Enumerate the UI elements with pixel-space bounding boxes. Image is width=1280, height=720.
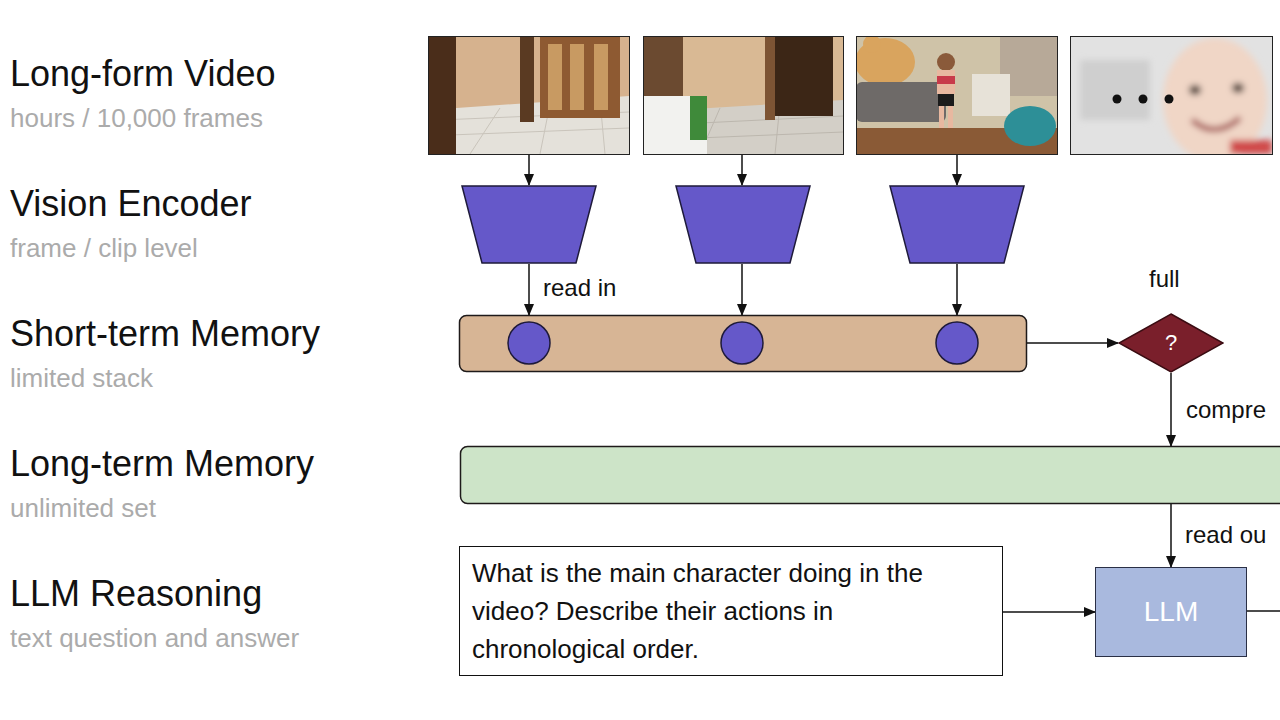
arrow-label: compre [1186, 396, 1266, 424]
encoder-trapezoid [890, 186, 1024, 263]
video-frame [856, 36, 1057, 154]
memory-tokens [508, 322, 978, 364]
arrow [1170, 373, 1172, 446]
memory-token [508, 322, 550, 364]
row-title: Short-term Memory [10, 313, 320, 354]
teddy-ear [863, 36, 881, 53]
arrow [528, 264, 530, 315]
child-body [937, 70, 955, 94]
door-panel [594, 44, 608, 110]
arrow [741, 264, 743, 315]
door-frame [765, 36, 775, 120]
child-top [937, 76, 955, 84]
white-cabinet [643, 96, 707, 154]
eye [1189, 85, 1201, 95]
door-panel [548, 44, 562, 110]
blur-shape [1080, 60, 1150, 120]
row-title: Long-term Memory [10, 443, 314, 484]
dark-door [428, 36, 456, 154]
row-subtitle: unlimited set [10, 494, 156, 524]
shelf [643, 36, 683, 96]
wall [428, 36, 629, 154]
door-frame [520, 36, 534, 122]
encoder-trapezoid [462, 186, 596, 263]
green-stripe [690, 96, 707, 140]
video-frame [643, 36, 843, 154]
row-subtitle: frame / clip level [10, 234, 198, 264]
memory-token [721, 322, 763, 364]
row-title: LLM Reasoning [10, 573, 262, 614]
cabinet [972, 74, 1010, 116]
edge-layer [1003, 612, 1095, 613]
row-subtitle: limited stack [10, 364, 153, 394]
wall [856, 36, 1057, 154]
wall [643, 36, 843, 154]
frame-border [1071, 37, 1273, 155]
door-panel [570, 44, 584, 110]
wooden-door [540, 36, 620, 118]
row-title: Vision Encoder [10, 183, 252, 224]
arrow [956, 264, 958, 315]
child-shorts [938, 94, 954, 106]
memory-token [936, 322, 978, 364]
arrow-label: full [1149, 265, 1180, 293]
node-text: ? [1165, 330, 1177, 356]
connector-arrow [1003, 611, 1095, 613]
row-subtitle: text question and answer [10, 624, 299, 654]
frame-border [857, 37, 1058, 155]
encoder-trapezoid [676, 186, 810, 263]
vision-encoders [462, 186, 1024, 263]
eye [1232, 83, 1244, 93]
video-frame [428, 36, 629, 154]
beanbag [1004, 106, 1056, 146]
row-subtitle: hours / 10,000 frames [10, 104, 263, 134]
ellipsis-dot [1113, 95, 1122, 104]
video-frame [1070, 36, 1272, 154]
node-text: LLM [1144, 595, 1198, 629]
sofa [856, 82, 946, 122]
output-line [1247, 610, 1280, 612]
arrow-label: read ou [1185, 521, 1266, 549]
arrow [741, 155, 743, 185]
child-leg [939, 106, 944, 128]
node-text: What is the main character doing in the … [472, 554, 988, 668]
frame-border [644, 37, 844, 155]
blurred-scene [1080, 38, 1272, 154]
diamond-shape [1119, 314, 1223, 372]
short-term-memory-band [460, 316, 1027, 372]
smile [1192, 118, 1240, 130]
arrow [528, 155, 530, 185]
arrow [1027, 342, 1118, 344]
arrow [956, 155, 958, 185]
llm-box: LLM [1095, 567, 1247, 657]
decision-diamond: ? [1118, 313, 1224, 373]
long-term-memory-band [461, 447, 1280, 504]
child-leg [948, 106, 953, 128]
ellipsis-dot [1139, 95, 1148, 104]
question-box: What is the main character doing in the … [459, 546, 1003, 676]
read-arrows [529, 155, 957, 315]
child-head [937, 53, 955, 71]
face [1163, 38, 1267, 154]
frame-border [429, 37, 630, 155]
dark-door [775, 36, 833, 116]
ellipsis-dot [1165, 95, 1174, 104]
arrow [1170, 504, 1172, 567]
row-title: Long-form Video [10, 53, 276, 94]
arrow-label: read in [543, 274, 616, 302]
shirt [1230, 140, 1272, 154]
